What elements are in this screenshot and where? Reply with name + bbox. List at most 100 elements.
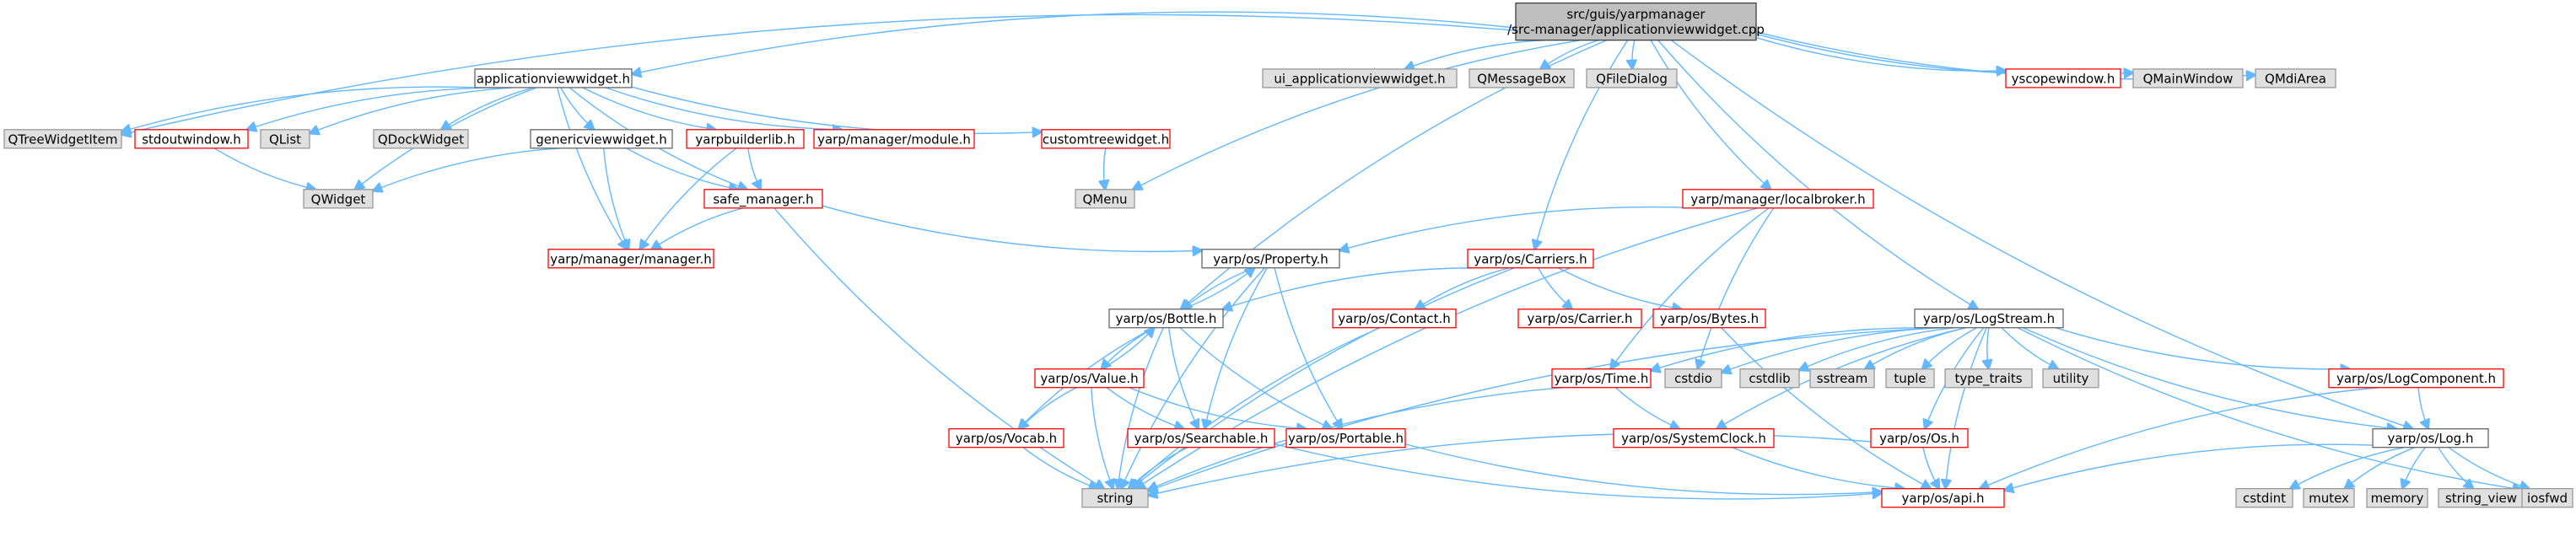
node-box-iosfwd <box>2521 488 2573 508</box>
node-logstream[interactable]: yarp/os/LogStream.h <box>1914 309 2064 329</box>
edge-logstream-to-type_traits <box>1987 327 1989 369</box>
edge-logstream-to-time <box>1651 327 1929 371</box>
node-box-managerh <box>547 249 714 269</box>
node-qmainwindow[interactable]: QMainWindow <box>2132 68 2244 89</box>
node-log[interactable]: yarp/os/Log.h <box>2372 428 2489 448</box>
node-bottle[interactable]: yarp/os/Bottle.h <box>1108 309 1224 329</box>
node-utility[interactable]: utility <box>2042 368 2099 389</box>
node-logcomponent[interactable]: yarp/os/LogComponent.h <box>2328 368 2504 389</box>
node-safemanager[interactable]: safe_manager.h <box>703 189 823 209</box>
edge-root-to-qtreewidgetitem <box>121 13 1517 134</box>
edge-appview-to-managermodule <box>605 87 842 130</box>
edge-systemclock-to-api <box>1732 447 1905 489</box>
node-cstdio[interactable]: cstdio <box>1664 368 1722 389</box>
node-type_traits[interactable]: type_traits <box>1944 368 2033 389</box>
node-systemclock[interactable]: yarp/os/SystemClock.h <box>1613 428 1775 448</box>
node-label-time: yarp/os/Time.h <box>1555 371 1649 386</box>
node-qtreewidgetitem[interactable]: QTreeWidgetItem <box>3 129 122 149</box>
edge-genericview-to-qwidget <box>373 148 561 191</box>
node-vocab[interactable]: yarp/os/Vocab.h <box>948 428 1064 448</box>
edge-carriers-to-bytes <box>1558 267 1681 309</box>
node-value[interactable]: yarp/os/Value.h <box>1034 368 1145 389</box>
node-yarpbuilderlib[interactable]: yarpbuilderlib.h <box>686 129 805 149</box>
node-qlist[interactable]: QList <box>260 129 310 149</box>
node-tuple[interactable]: tuple <box>1885 368 1935 389</box>
node-searchable[interactable]: yarp/os/Searchable.h <box>1127 428 1275 448</box>
node-qdockwidget[interactable]: QDockWidget <box>373 129 469 149</box>
node-iosfwd[interactable]: iosfwd <box>2521 488 2573 508</box>
node-label-tuple: tuple <box>1894 371 1926 386</box>
node-label-genericview: genericviewwidget.h <box>536 132 666 147</box>
node-label-appview: applicationviewwidget.h <box>477 71 630 86</box>
node-box-value <box>1034 368 1145 389</box>
node-label-os: yarp/os/Os.h <box>1879 431 1959 446</box>
node-box-root <box>1515 2 1757 41</box>
edge-log-to-mutex <box>2345 447 2416 489</box>
node-box-localbroker <box>1682 189 1874 209</box>
edge-log-to-string_view <box>2438 447 2473 489</box>
node-string_view[interactable]: string_view <box>2438 488 2525 508</box>
edge-localbroker-to-property <box>1339 206 1700 251</box>
node-label-bytes: yarp/os/Bytes.h <box>1660 311 1759 326</box>
edge-root-to-yscope <box>1755 36 2006 72</box>
node-label-mutex: mutex <box>2309 491 2349 506</box>
node-qmdiarea[interactable]: QMdiArea <box>2255 68 2336 89</box>
node-stdoutwindow[interactable]: stdoutwindow.h <box>134 129 249 149</box>
node-portable[interactable]: yarp/os/Portable.h <box>1285 428 1406 448</box>
edge-yarpbuilderlib-to-safemanager <box>747 148 761 190</box>
node-box-qmdiarea <box>2255 68 2336 89</box>
node-yscope[interactable]: yscopewindow.h <box>2005 68 2121 89</box>
node-contact[interactable]: yarp/os/Contact.h <box>1332 309 1457 329</box>
node-managerh[interactable]: yarp/manager/manager.h <box>547 249 714 269</box>
node-memory[interactable]: memory <box>2366 488 2428 508</box>
node-api[interactable]: yarp/os/api.h <box>1881 488 2005 508</box>
node-string[interactable]: string <box>1081 488 1149 508</box>
node-cstdint[interactable]: cstdint <box>2235 488 2293 508</box>
edge-value-to-portable <box>1129 387 1307 429</box>
edge-localbroker-to-time <box>1610 207 1770 369</box>
node-customtree[interactable]: customtreewidget.h <box>1041 129 1171 149</box>
edge-log-to-cstdint <box>2290 447 2406 489</box>
node-managermodule[interactable]: yarp/manager/module.h <box>813 129 975 149</box>
node-label-qwidget: QWidget <box>311 191 366 207</box>
edge-logstream-to-tuple <box>1922 327 1977 369</box>
edge-appview-to-qdockwidget <box>441 87 534 130</box>
node-genericview[interactable]: genericviewwidget.h <box>530 129 673 149</box>
node-ui_app[interactable]: ui_applicationviewwidget.h <box>1262 68 1458 89</box>
node-label-cstdlib: cstdlib <box>1749 371 1790 386</box>
node-label-searchable: yarp/os/Searchable.h <box>1134 431 1269 446</box>
node-property[interactable]: yarp/os/Property.h <box>1201 249 1340 269</box>
node-appview[interactable]: applicationviewwidget.h <box>474 68 633 89</box>
node-qwidget[interactable]: QWidget <box>303 189 374 209</box>
node-sstream[interactable]: sstream <box>1809 368 1875 389</box>
node-root[interactable]: src/guis/yarpmanager/src-manager/applica… <box>1507 2 1765 41</box>
node-box-ui_app <box>1262 68 1458 89</box>
node-os[interactable]: yarp/os/Os.h <box>1870 428 1969 448</box>
edge-log-to-api <box>2004 443 2374 491</box>
node-qmenu[interactable]: QMenu <box>1075 189 1135 209</box>
node-box-managermodule <box>813 129 975 149</box>
edge-genericview-to-safemanager <box>626 148 738 190</box>
edge-safemanager-to-string <box>773 207 1104 489</box>
edge-appview-to-managerh <box>557 87 628 250</box>
node-label-value: yarp/os/Value.h <box>1040 371 1138 386</box>
edge-appview-to-qtreewidgetitem <box>121 86 479 132</box>
node-qfiledialog[interactable]: QFileDialog <box>1586 68 1678 89</box>
edge-logcomponent-to-api <box>1980 387 2380 489</box>
edge-stdoutwindow-to-qwidget <box>213 148 315 190</box>
node-carrier[interactable]: yarp/os/Carrier.h <box>1517 309 1642 329</box>
node-bytes[interactable]: yarp/os/Bytes.h <box>1652 309 1766 329</box>
node-localbroker[interactable]: yarp/manager/localbroker.h <box>1682 189 1874 209</box>
node-label-api: yarp/os/api.h <box>1901 491 1984 506</box>
node-cstdlib[interactable]: cstdlib <box>1739 368 1800 389</box>
node-qmessagebox[interactable]: QMessageBox <box>1469 68 1575 89</box>
node-box-contact <box>1332 309 1457 329</box>
node-box-bottle <box>1108 309 1224 329</box>
node-carriers[interactable]: yarp/os/Carriers.h <box>1467 249 1594 269</box>
node-time[interactable]: yarp/os/Time.h <box>1551 368 1652 389</box>
node-label-logstream: yarp/os/LogStream.h <box>1923 311 2055 326</box>
node-box-cstdint <box>2235 488 2293 508</box>
edge-carriers-to-carrier <box>1537 267 1572 309</box>
node-label-qmenu: QMenu <box>1083 191 1128 207</box>
node-mutex[interactable]: mutex <box>2303 488 2355 508</box>
